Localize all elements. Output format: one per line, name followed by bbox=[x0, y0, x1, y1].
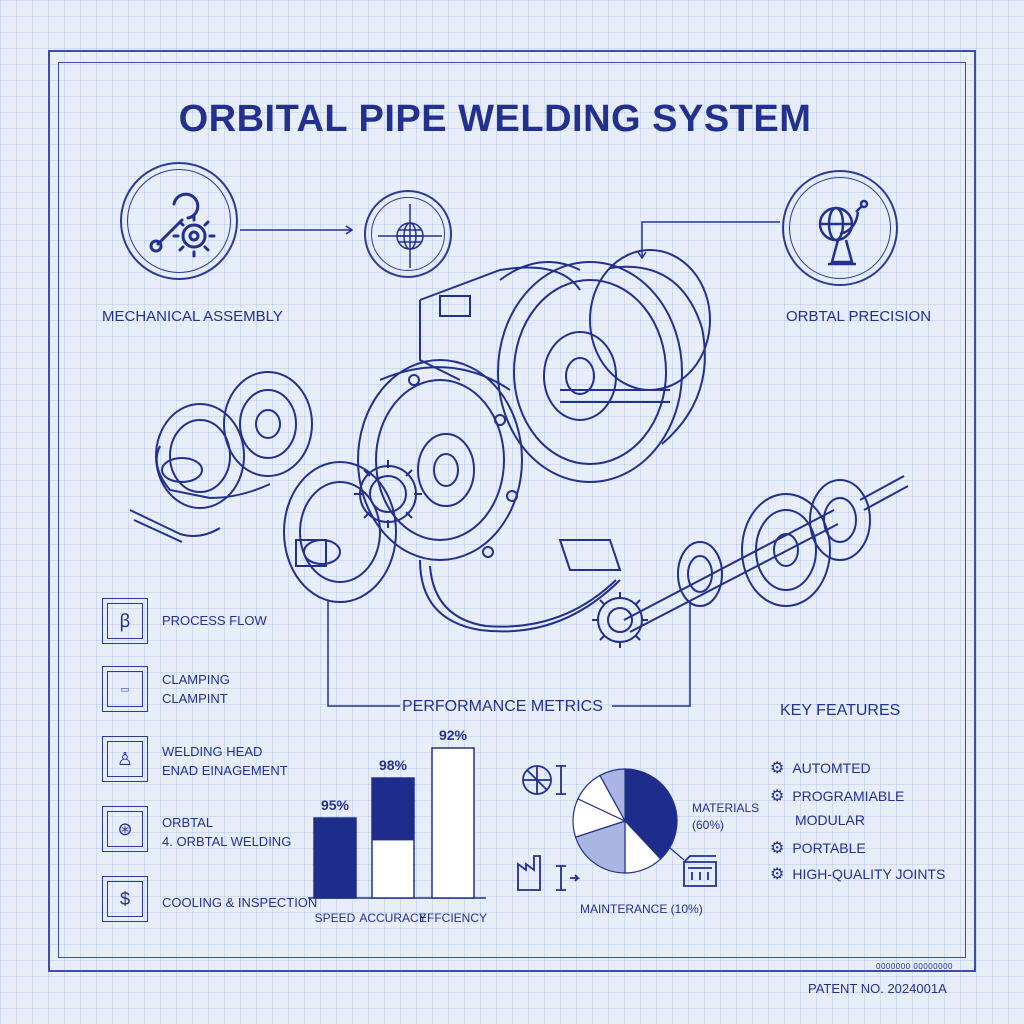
feature-item: ⚙PROGRAMIABLE bbox=[770, 788, 905, 805]
title-block-stamp: 0000000 00000000 bbox=[876, 962, 953, 971]
inner-frame bbox=[58, 62, 966, 958]
bar-value-label: 95% bbox=[321, 797, 350, 813]
feature-item: ⚙HIGH-QUALITY JOINTS bbox=[770, 866, 946, 883]
orbital-precision-label: ORBTAL PRECISION bbox=[786, 308, 932, 325]
bar-group: 92% EFFCIENCY bbox=[419, 727, 487, 925]
satellite-dish-icon bbox=[782, 170, 898, 286]
pie-slice bbox=[574, 820, 626, 874]
feature-item: ⚙AUTOMTED bbox=[770, 760, 871, 777]
process-step-icon-1: ꞵ bbox=[102, 598, 148, 644]
bar-category-label: ACCURACY bbox=[359, 911, 426, 925]
gear-icon: ⚙ bbox=[770, 840, 785, 857]
mechanical-assembly-label: MECHANICAL ASSEMBLY bbox=[102, 308, 283, 325]
feature-item: ⚙PORTABLE bbox=[770, 840, 866, 857]
bar-group: 98% ACCURACY bbox=[359, 757, 426, 925]
bar-category-label: EFFCIENCY bbox=[419, 911, 487, 925]
pie-slice bbox=[599, 768, 626, 822]
gear-icon: ⚙ bbox=[770, 788, 785, 805]
page-title: ORBITAL PIPE WELDING SYSTEM bbox=[178, 98, 812, 140]
crosshair-globe-icon bbox=[364, 190, 452, 278]
cost-pie-chart bbox=[572, 768, 678, 874]
wrench-gear-icon bbox=[120, 162, 238, 280]
bar-fill bbox=[314, 818, 356, 898]
process-step-5: COOLING & INSPECTION bbox=[162, 895, 318, 910]
gear-icon: ⚙ bbox=[770, 866, 785, 883]
feature-item: MODULAR bbox=[795, 812, 866, 828]
pie-label-maintenance: MAINTERANCE (10%) bbox=[580, 902, 703, 916]
bar-value-label: 92% bbox=[439, 727, 468, 743]
process-step-1: PROCESS FLOW bbox=[162, 613, 267, 628]
bar-value-label: 98% bbox=[379, 757, 408, 773]
bar bbox=[431, 747, 475, 899]
process-step-icon-4: ⊛ bbox=[102, 806, 148, 852]
process-step-icon-3: ♙ bbox=[102, 736, 148, 782]
process-step-icon-5: $ bbox=[102, 876, 148, 922]
pie-slice bbox=[624, 768, 678, 860]
process-step-icon-2: ▭ bbox=[102, 666, 148, 712]
pie-label-materials: MATERIALS (60%) bbox=[692, 801, 760, 832]
patent-number: PATENT NO. 2024001A bbox=[808, 981, 947, 996]
key-features-heading: KEY FEATURES bbox=[780, 702, 901, 719]
outer-frame bbox=[48, 50, 976, 972]
bar-group: 95% SPEED bbox=[313, 797, 357, 925]
performance-metrics-label: PERFORMANCE METRICS bbox=[402, 698, 603, 715]
gear-icon: ⚙ bbox=[770, 760, 785, 777]
performance-bar-chart: 95% SPEED 98% ACCURACY 92% EFFCIENCY bbox=[308, 727, 487, 925]
bar-category-label: SPEED bbox=[315, 911, 356, 925]
bar-fill bbox=[372, 778, 414, 841]
